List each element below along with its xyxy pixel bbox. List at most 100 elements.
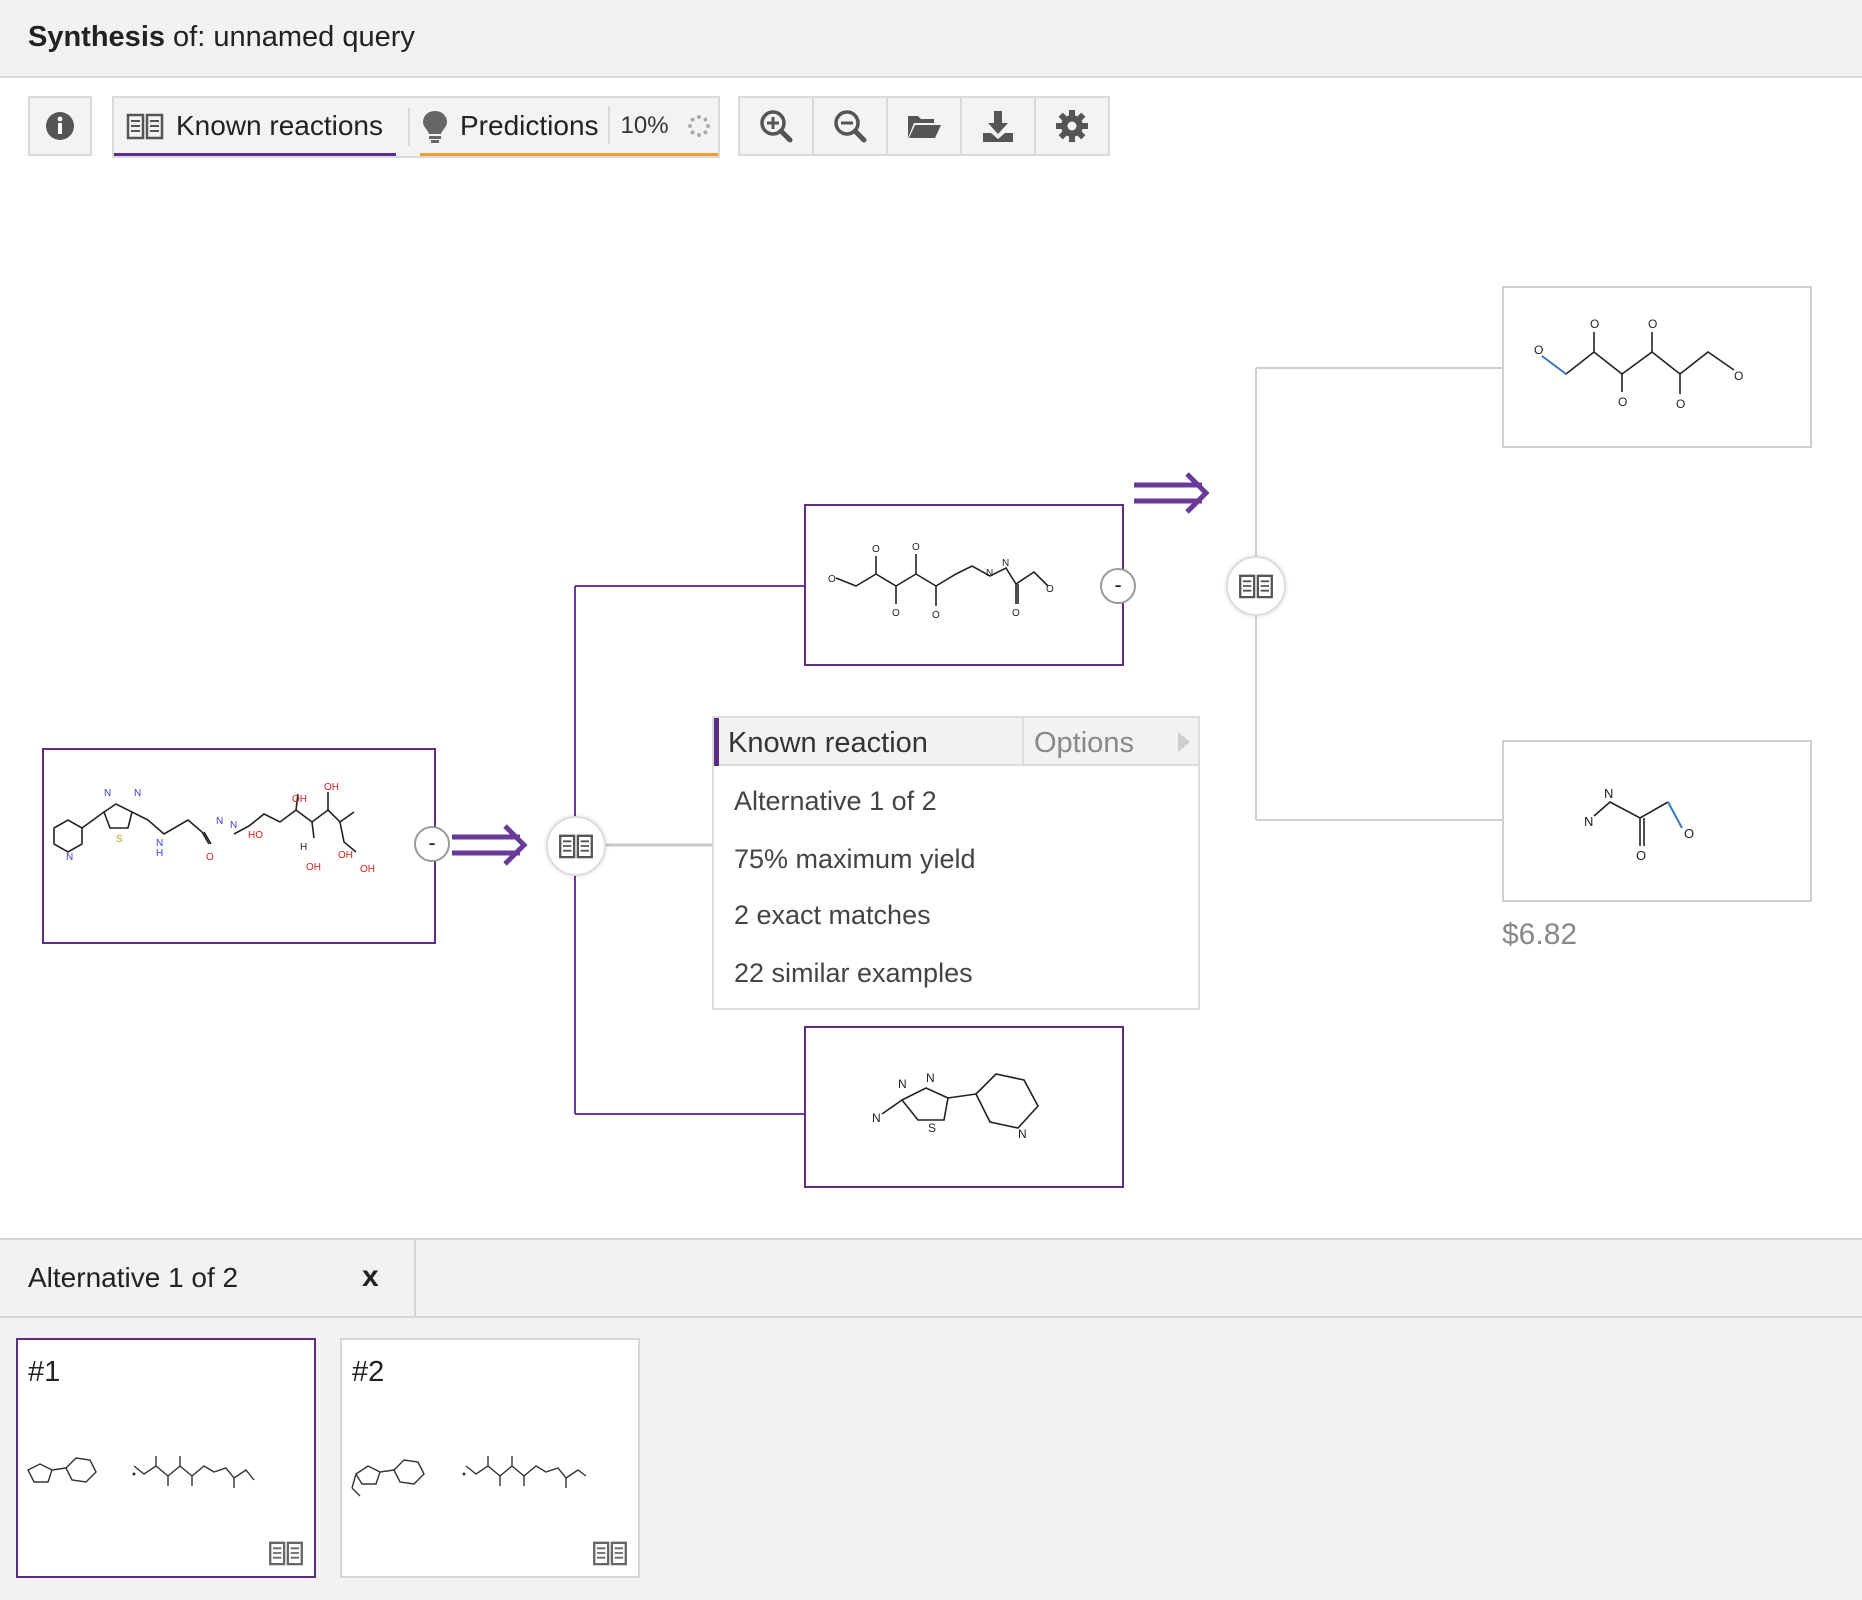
loading-spinner-icon — [687, 114, 710, 137]
molecule-structure-hydrazide: N N O O — [1584, 786, 1694, 863]
atom-label: O — [1636, 848, 1646, 863]
intermediate-molecule[interactable]: O O O O O N N O O — [804, 504, 1124, 666]
atom-label: N — [1018, 1127, 1027, 1141]
lightbulb-icon — [423, 110, 447, 143]
reaction-info-popup: Known reaction Options Alternative 1 of … — [712, 716, 1200, 1010]
atom-label: O — [1046, 584, 1054, 595]
tab-divider — [608, 106, 610, 144]
info-icon — [46, 112, 74, 140]
reaction-node[interactable] — [1226, 556, 1286, 616]
reaction-node[interactable] — [546, 816, 606, 876]
yield-info: 75% maximum yield — [734, 844, 976, 874]
atom-label: N — [104, 788, 111, 799]
chevron-right-icon — [1178, 732, 1190, 752]
predictions-percent: 10% — [620, 111, 669, 139]
price-label: $6.82 — [1502, 918, 1578, 951]
card-number: #1 — [28, 1356, 61, 1388]
sugar-aldehyde-molecule[interactable]: O O O O O O — [1502, 286, 1812, 448]
predictions-label: Predictions — [460, 109, 599, 141]
atom-label: H — [156, 848, 163, 859]
title-bar: Synthesis of: unnamed query — [0, 0, 1862, 78]
options-button[interactable]: Options — [1022, 718, 1200, 766]
book-icon — [1239, 574, 1273, 599]
molecule-structure-sugar: O O O O O O — [1534, 317, 1743, 411]
atom-label: N — [986, 568, 993, 579]
known-reactions-label: Known reactions — [176, 109, 384, 141]
collapse-button[interactable]: - — [1100, 568, 1136, 604]
alternatives-tray: #1 #2 — [0, 1318, 1862, 1600]
atom-label: N — [1002, 558, 1009, 569]
book-icon — [593, 1541, 627, 1566]
atom-label: H — [300, 842, 307, 853]
target-molecule[interactable]: N N N S N H O N N HO OH OH H OH OH OH — [42, 748, 436, 944]
gear-icon — [1056, 110, 1088, 142]
atom-label: N — [1604, 786, 1613, 801]
atom-label: O — [872, 544, 880, 555]
atom-label: N — [134, 788, 141, 799]
open-folder-button[interactable] — [888, 98, 962, 154]
reaction-thumbnail — [351, 1456, 587, 1497]
atom-label: N — [156, 838, 163, 849]
view-tools — [738, 96, 1110, 156]
molecule-structure-target: N N N S N H O N N HO OH OH H OH OH OH — [53, 782, 375, 875]
tab-predictions[interactable]: Predictions 10% — [420, 98, 718, 156]
atom-label: N — [66, 852, 73, 863]
popup-title: Known reaction — [728, 727, 928, 759]
atom-label: OH — [324, 782, 339, 793]
book-icon — [126, 113, 164, 139]
book-icon — [559, 834, 593, 859]
atom-label: O — [1618, 395, 1627, 409]
atom-label: S — [116, 834, 123, 845]
atom-label: HO — [248, 830, 263, 841]
tab-known-reactions[interactable]: Known reactions — [114, 98, 396, 156]
alternatives-tab-label: Alternative 1 of 2 — [28, 1262, 239, 1293]
atom-label: O — [1648, 317, 1657, 331]
atom-label: N — [898, 1077, 907, 1091]
alternative-info: Alternative 1 of 2 — [734, 786, 937, 816]
popup-accent-bar — [714, 718, 719, 766]
atom-label: N — [230, 820, 237, 831]
atom-label: O — [206, 852, 214, 863]
title-bold: Synthesis — [28, 21, 165, 53]
alternatives-bar: Alternative 1 of 2 x — [0, 1238, 1862, 1318]
mode-tabs: Known reactions Predictions 10% — [112, 96, 720, 158]
similar-examples-link[interactable]: 22 similar examples — [734, 958, 973, 988]
atom-label: O — [1534, 343, 1543, 357]
alternative-card[interactable]: #2 — [340, 1338, 640, 1578]
atom-label: O — [1676, 397, 1685, 411]
atom-label: N — [216, 816, 223, 827]
download-button[interactable] — [962, 98, 1036, 154]
atom-label: OH — [306, 862, 321, 873]
retro-arrow-left — [452, 824, 528, 866]
molecule-structure-intermediate: O O O O O N N O O — [828, 542, 1054, 621]
close-button[interactable]: x — [362, 1260, 379, 1293]
tab-divider — [408, 108, 410, 146]
zoom-out-icon — [834, 110, 867, 143]
molecule-structure-aminothiadiazole: N N N S N — [872, 1071, 1039, 1141]
zoom-in-button[interactable] — [740, 98, 814, 154]
folder-open-icon — [908, 116, 941, 138]
collapse-label: - — [428, 830, 436, 855]
retro-arrow-right — [1134, 472, 1210, 514]
settings-button[interactable] — [1036, 98, 1108, 154]
zoom-out-button[interactable] — [814, 98, 888, 154]
alternative-card[interactable]: #1 — [16, 1338, 316, 1578]
hydrazide-molecule[interactable]: N N O O — [1502, 740, 1812, 902]
atom-label: N — [872, 1111, 881, 1125]
title-text: of: unnamed query — [165, 21, 415, 53]
collapse-button[interactable]: - — [414, 826, 450, 862]
info-button[interactable] — [28, 96, 92, 156]
atom-label: O — [1684, 826, 1694, 841]
atom-label: OH — [360, 864, 375, 875]
card-number: #2 — [352, 1356, 385, 1388]
exact-matches-link[interactable]: 2 exact matches — [734, 900, 931, 930]
reaction-thumbnail — [27, 1456, 255, 1488]
atom-label: N — [926, 1071, 935, 1085]
aminothiadiazole-molecule[interactable]: N N N S N — [804, 1026, 1124, 1188]
atom-label: OH — [292, 794, 307, 805]
tab-alternatives[interactable]: Alternative 1 of 2 x — [0, 1240, 416, 1318]
atom-label: O — [1590, 317, 1599, 331]
popup-header: Known reaction Options — [714, 718, 1198, 766]
download-icon — [983, 111, 1013, 142]
atom-label: OH — [338, 850, 353, 861]
